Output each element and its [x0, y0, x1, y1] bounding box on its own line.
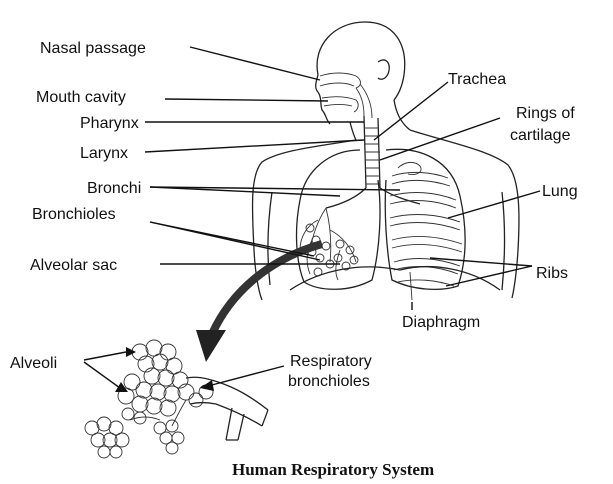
upper-airway [320, 73, 372, 118]
label-trachea: Trachea [448, 71, 506, 88]
diaphragm [290, 267, 500, 300]
label-nasal-passage: Nasal passage [40, 40, 146, 57]
label-respiratory: Respiratory [290, 353, 372, 370]
labels: Nasal passage Mouth cavity Pharynx Laryn… [10, 40, 578, 390]
left-lung [297, 150, 380, 289]
zoom-arrow [196, 244, 322, 362]
label-ribs: Ribs [536, 265, 568, 282]
alveoli-detail [85, 340, 268, 458]
label-larynx: Larynx [80, 145, 128, 162]
label-alveoli: Alveoli [10, 355, 57, 372]
label-diaphragm: Diaphragm [402, 314, 480, 331]
label-pharynx: Pharynx [80, 115, 139, 132]
label-cartilage: cartilage [510, 127, 571, 144]
right-lung [385, 149, 465, 289]
label-rings-of: Rings of [516, 105, 575, 122]
diagram-title: Human Respiratory System [232, 460, 434, 479]
trachea [326, 116, 420, 208]
label-respiratory-bronchioles: bronchioles [288, 373, 370, 390]
label-bronchi: Bronchi [87, 180, 141, 197]
label-alveolar-sac: Alveolar sac [30, 257, 117, 274]
label-mouth-cavity: Mouth cavity [36, 89, 126, 106]
label-bronchioles: Bronchioles [32, 206, 116, 223]
label-lung: Lung [542, 183, 578, 200]
